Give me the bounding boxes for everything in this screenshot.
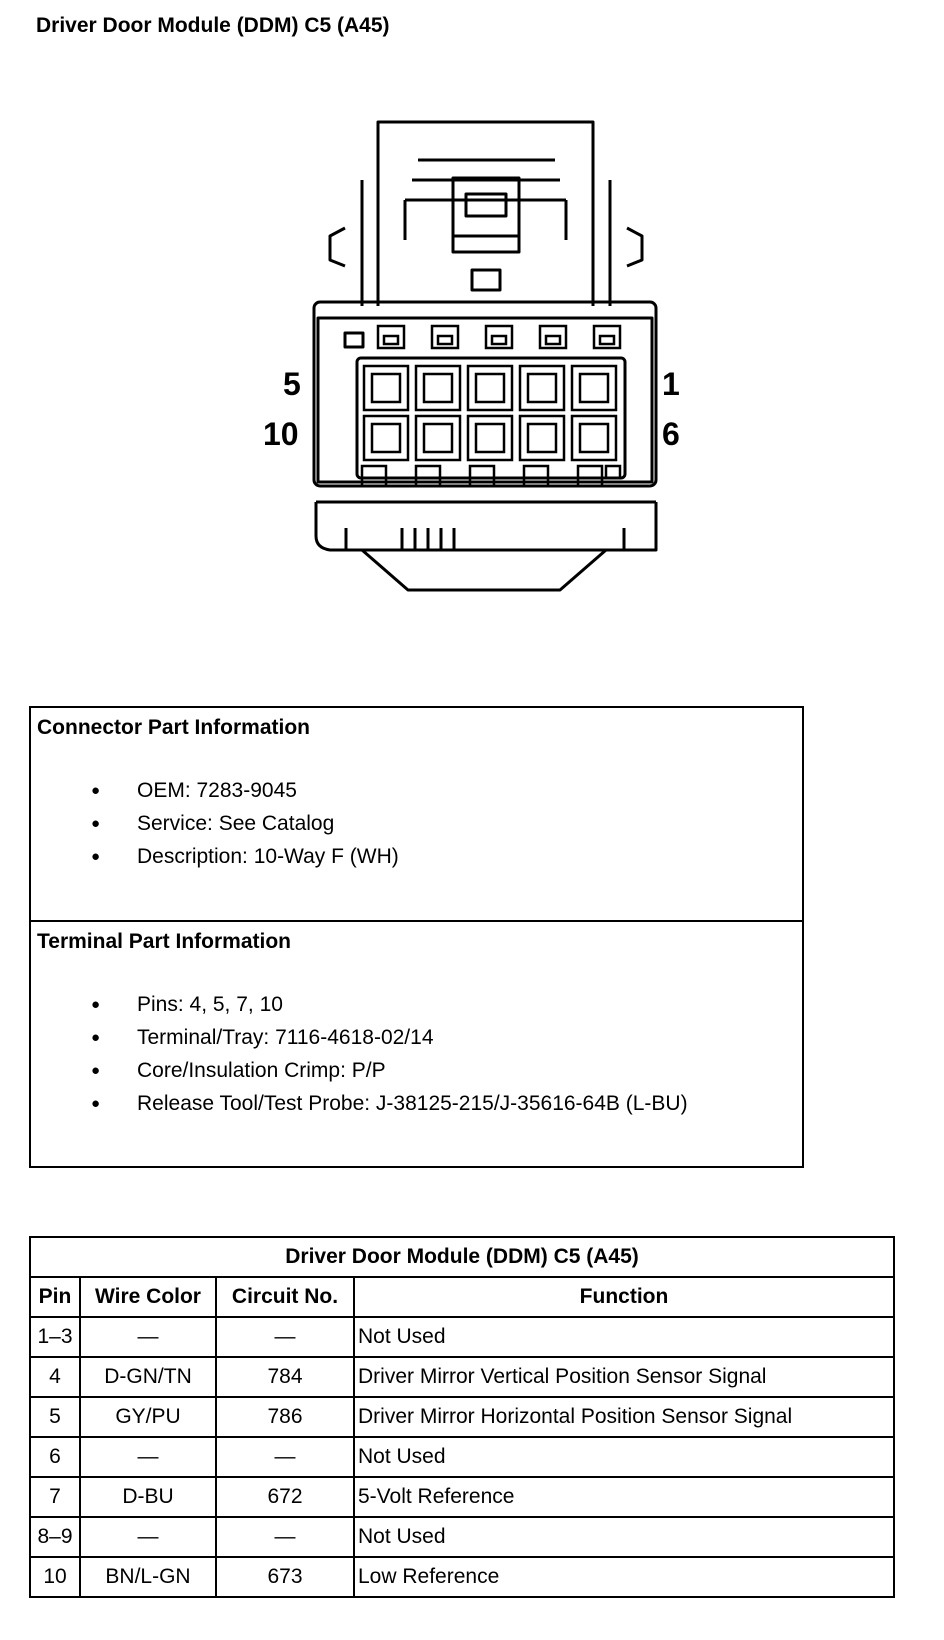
list-item: OEM: 7283-9045 [37, 774, 796, 807]
list-item: Terminal/Tray: 7116-4618-02/14 [37, 1021, 796, 1054]
pin-label-1: 1 [662, 366, 680, 402]
circuit-cell: 786 [215, 1396, 355, 1438]
table-row: 10 BN/L-GN 673 Low Reference [29, 1556, 895, 1598]
function-cell: Driver Mirror Horizontal Position Sensor… [353, 1396, 895, 1438]
pin-cell: 7 [29, 1476, 81, 1518]
header-pin: Pin [29, 1276, 81, 1318]
connector-info-list: OEM: 7283-9045 Service: See Catalog Desc… [37, 774, 796, 873]
list-item: Release Tool/Test Probe: J-38125-215/J-3… [37, 1087, 796, 1120]
pin-cell: 4 [29, 1356, 81, 1398]
table-row: 5 GY/PU 786 Driver Mirror Horizontal Pos… [29, 1396, 895, 1438]
table-row: 6 — — Not Used [29, 1436, 895, 1478]
circuit-cell: 672 [215, 1476, 355, 1518]
connector-face-diagram [312, 120, 658, 592]
table-row: 7 D-BU 672 5-Volt Reference [29, 1476, 895, 1518]
header-function: Function [353, 1276, 895, 1318]
function-cell: Low Reference [353, 1556, 895, 1598]
connector-info-cell: Connector Part Information OEM: 7283-904… [29, 706, 804, 922]
table-row: 1–3 — — Not Used [29, 1316, 895, 1358]
wire-color-cell: BN/L-GN [79, 1556, 217, 1598]
wire-color-cell: — [79, 1516, 217, 1558]
pinout-table-header-row: Pin Wire Color Circuit No. Function [29, 1276, 895, 1318]
wire-color-cell: D-GN/TN [79, 1356, 217, 1398]
pin-cell: 5 [29, 1396, 81, 1438]
page-title: Driver Door Module (DDM) C5 (A45) [36, 14, 390, 37]
pin-label-5: 5 [283, 366, 301, 402]
list-item: Core/Insulation Crimp: P/P [37, 1054, 796, 1087]
header-wire-color: Wire Color [79, 1276, 217, 1318]
circuit-cell: 784 [215, 1356, 355, 1398]
list-item: Description: 10-Way F (WH) [37, 840, 796, 873]
circuit-cell: 673 [215, 1556, 355, 1598]
pin-cell: 8–9 [29, 1516, 81, 1558]
function-cell: Driver Mirror Vertical Position Sensor S… [353, 1356, 895, 1398]
function-cell: 5-Volt Reference [353, 1476, 895, 1518]
pin-label-10: 10 [263, 416, 299, 452]
list-item: Service: See Catalog [37, 807, 796, 840]
wire-color-cell: — [79, 1436, 217, 1478]
circuit-cell: — [215, 1316, 355, 1358]
function-cell: Not Used [353, 1436, 895, 1478]
circuit-cell: — [215, 1516, 355, 1558]
table-row: 8–9 — — Not Used [29, 1516, 895, 1558]
list-item: Pins: 4, 5, 7, 10 [37, 988, 796, 1021]
terminal-info-cell: Terminal Part Information Pins: 4, 5, 7,… [29, 920, 804, 1168]
pinout-table: Driver Door Module (DDM) C5 (A45) Pin Wi… [29, 1236, 895, 1598]
part-information-table: Connector Part Information OEM: 7283-904… [29, 706, 804, 1168]
pinout-table-title: Driver Door Module (DDM) C5 (A45) [29, 1236, 895, 1278]
header-circuit-no: Circuit No. [215, 1276, 355, 1318]
connector-info-heading: Connector Part Information [37, 716, 311, 739]
function-cell: Not Used [353, 1316, 895, 1358]
pin-cell: 1–3 [29, 1316, 81, 1358]
pin-label-6: 6 [662, 416, 680, 452]
wire-color-cell: GY/PU [79, 1396, 217, 1438]
wire-color-cell: — [79, 1316, 217, 1358]
pin-cell: 10 [29, 1556, 81, 1598]
terminal-info-heading: Terminal Part Information [37, 930, 291, 953]
wire-color-cell: D-BU [79, 1476, 217, 1518]
table-row: 4 D-GN/TN 784 Driver Mirror Vertical Pos… [29, 1356, 895, 1398]
circuit-cell: — [215, 1436, 355, 1478]
function-cell: Not Used [353, 1516, 895, 1558]
terminal-info-list: Pins: 4, 5, 7, 10 Terminal/Tray: 7116-46… [37, 988, 796, 1120]
pin-cell: 6 [29, 1436, 81, 1478]
